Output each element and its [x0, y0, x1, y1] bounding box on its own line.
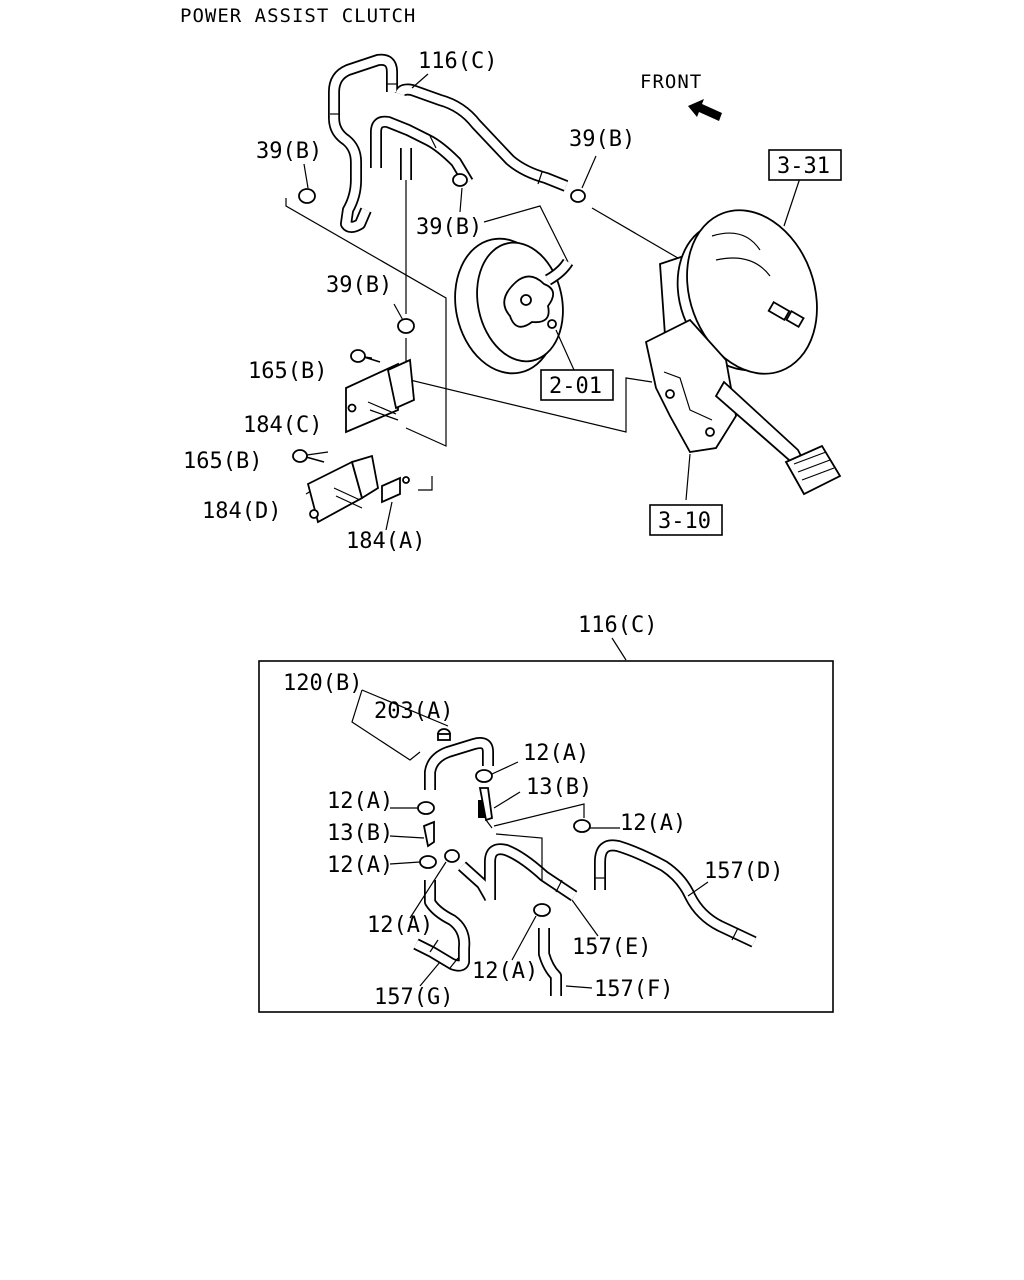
- label-bolt-165b-lower: 165(B): [183, 449, 262, 474]
- label-joint-13b-2: 13(B): [327, 821, 393, 846]
- clamp-icon: [570, 189, 586, 203]
- clamp-icon: [573, 819, 591, 833]
- label-bracket-184c: 184(C): [243, 413, 322, 438]
- label-clamp-39b-right: 39(B): [569, 127, 635, 152]
- diagram-title: POWER ASSIST CLUTCH: [180, 5, 416, 27]
- clutch-booster: [659, 177, 818, 380]
- clamp-icon: [419, 855, 437, 869]
- label-bolt-165b-upper: 165(B): [248, 359, 327, 384]
- ref-2-01: 2-01: [549, 374, 602, 399]
- joint-icon: [478, 787, 493, 829]
- label-clamp-39b-left: 39(B): [256, 139, 322, 164]
- clutch-master-cylinder: [454, 237, 575, 375]
- label-clamp-12a-6: 12(A): [472, 959, 538, 984]
- clamp-icon: [533, 903, 551, 917]
- label-plug-203a: 203(A): [374, 699, 453, 724]
- upper-labels: 116(C) 39(B) 39(B) 39(B) 39(B) 165(B) 18…: [183, 49, 635, 554]
- front-arrow-icon: [688, 99, 722, 121]
- front-label: FRONT: [640, 71, 702, 93]
- label-hose-116c: 116(C): [418, 49, 497, 74]
- pedal-assembly: [644, 318, 842, 501]
- label-bracket-184a: 184(A): [346, 529, 425, 554]
- clamp-icon: [298, 188, 316, 204]
- detail-inset: 116(C): [258, 613, 834, 1013]
- bolt-icon: [350, 349, 381, 363]
- label-hose-157e: 157(E): [572, 935, 651, 960]
- clamp-icon: [417, 801, 435, 815]
- clamp-icon: [444, 849, 460, 863]
- label-pipe-120b: 120(B): [283, 671, 362, 696]
- label-clamp-12a-1: 12(A): [523, 741, 589, 766]
- ref-3-10: 3-10: [658, 509, 711, 534]
- mounting-brackets: [292, 318, 415, 524]
- bolt-icon: [292, 449, 325, 463]
- label-hose-157g: 157(G): [374, 985, 453, 1010]
- clamp-icon: [475, 769, 493, 783]
- detail-header-116c: 116(C): [578, 613, 657, 638]
- label-clamp-12a-3: 12(A): [620, 811, 686, 836]
- label-clamp-12a-4: 12(A): [327, 853, 393, 878]
- label-clamp-39b-mid: 39(B): [416, 215, 482, 240]
- label-clamp-39b-lower: 39(B): [326, 273, 392, 298]
- reference-boxes: 3-31 2-01 3-10: [540, 149, 842, 536]
- label-bracket-184d: 184(D): [202, 499, 281, 524]
- ref-3-31: 3-31: [777, 154, 830, 179]
- label-hose-157d: 157(D): [704, 859, 783, 884]
- label-clamp-12a-5: 12(A): [367, 913, 433, 938]
- label-clamp-12a-2: 12(A): [327, 789, 393, 814]
- clamp-icon: [452, 173, 468, 187]
- front-indicator: FRONT: [640, 71, 722, 121]
- label-joint-13b-1: 13(B): [526, 775, 592, 800]
- joint-icon: [422, 820, 435, 848]
- clamp-icon: [397, 318, 415, 334]
- upper-hose-assembly: [298, 53, 586, 233]
- label-hose-157f: 157(F): [594, 977, 673, 1002]
- plug-icon: [437, 728, 451, 741]
